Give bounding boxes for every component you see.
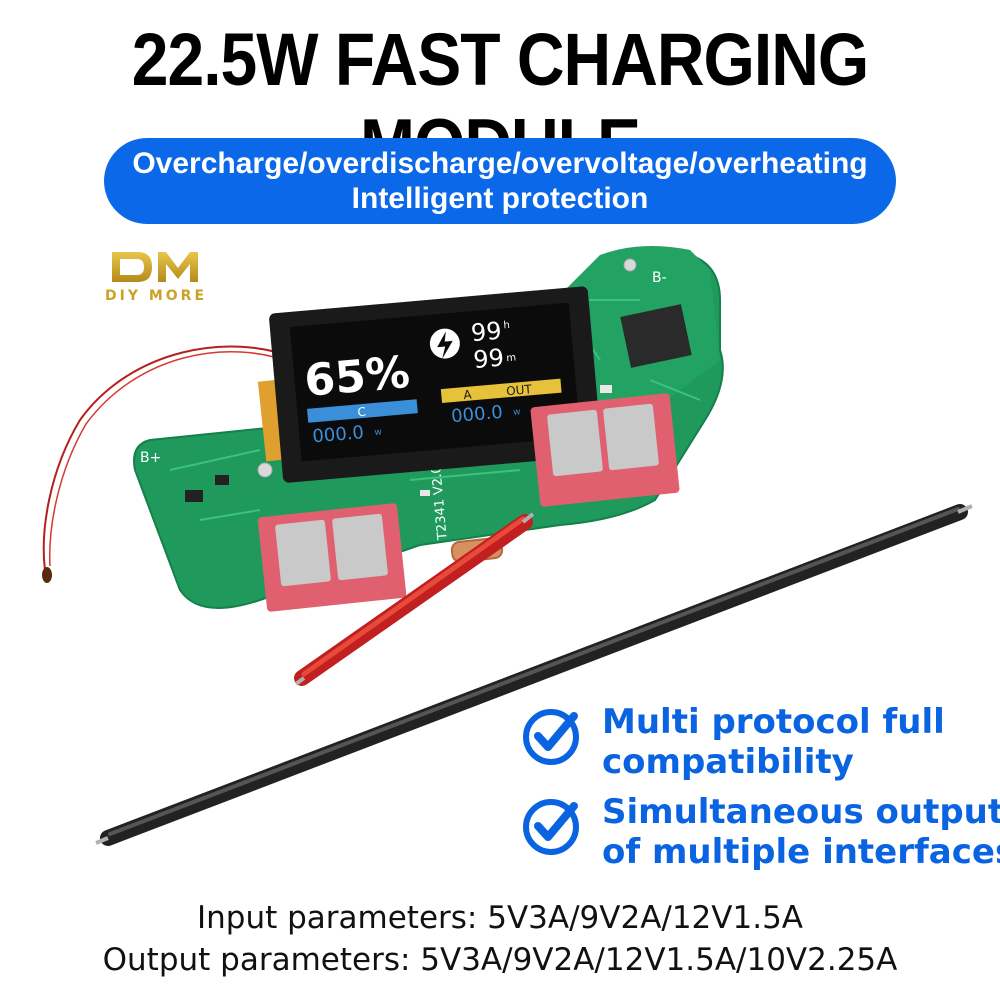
- output-label-a: A: [463, 387, 473, 402]
- protection-banner: Overcharge/overdischarge/overvoltage/ove…: [104, 138, 896, 224]
- board-model-label: T2341 V2.0: [429, 465, 451, 542]
- thermistor-wire: [42, 345, 301, 571]
- check-circle-icon: [523, 799, 579, 855]
- controller-chip: [620, 304, 692, 368]
- output-power: 000.0: [450, 402, 503, 427]
- banner-line-2: Intelligent protection: [351, 182, 649, 215]
- thermistor-bead: [42, 567, 52, 583]
- battery-percent: 65%: [302, 347, 411, 407]
- time-minutes: 99: [472, 344, 505, 375]
- red-wire: [294, 512, 535, 686]
- time-hours: 99: [470, 317, 503, 348]
- time-minutes-unit: m: [506, 352, 517, 364]
- brand-name: DIY MORE: [104, 288, 208, 304]
- output-power-unit: w: [513, 407, 521, 418]
- feature-line-1: Simultaneous output: [602, 792, 1000, 832]
- banner-line-1: Overcharge/overdischarge/overvoltage/ove…: [132, 147, 868, 180]
- feature-simultaneous-output: Simultaneous output of multiple interfac…: [520, 792, 1000, 882]
- feature-line-2: of multiple interfaces: [602, 832, 1000, 872]
- usb-a-port-right: [530, 393, 680, 507]
- feature-text: Multi protocol full compatibility: [602, 702, 945, 782]
- input-power-unit: w: [374, 427, 382, 438]
- feature-text: Simultaneous output of multiple interfac…: [602, 792, 1000, 872]
- output-label: OUT: [506, 382, 533, 398]
- input-label: C: [357, 405, 367, 420]
- feature-line-2: compatibility: [602, 742, 854, 782]
- dm-logo-mark: [112, 252, 198, 282]
- svg-text:B-: B-: [652, 270, 667, 286]
- usb-a-port-left: [257, 503, 407, 612]
- lcd-display: 65% 99 h 99 m C A OUT 000.0 w 000.0 w: [269, 286, 602, 483]
- svg-text:B+: B+: [140, 450, 161, 466]
- time-hours-unit: h: [503, 320, 510, 332]
- feature-multi-protocol: Multi protocol full compatibility: [520, 702, 990, 792]
- black-wire: [95, 504, 973, 846]
- output-parameters: Output parameters: 5V3A/9V2A/12V1.5A/10V…: [102, 942, 898, 978]
- input-parameters: Input parameters: 5V3A/9V2A/12V1.5A: [197, 900, 803, 936]
- brand-logo: DIY MORE: [82, 248, 230, 308]
- check-circle-icon: [523, 709, 579, 765]
- feature-line-1: Multi protocol full: [602, 702, 945, 742]
- input-power: 000.0: [312, 422, 365, 447]
